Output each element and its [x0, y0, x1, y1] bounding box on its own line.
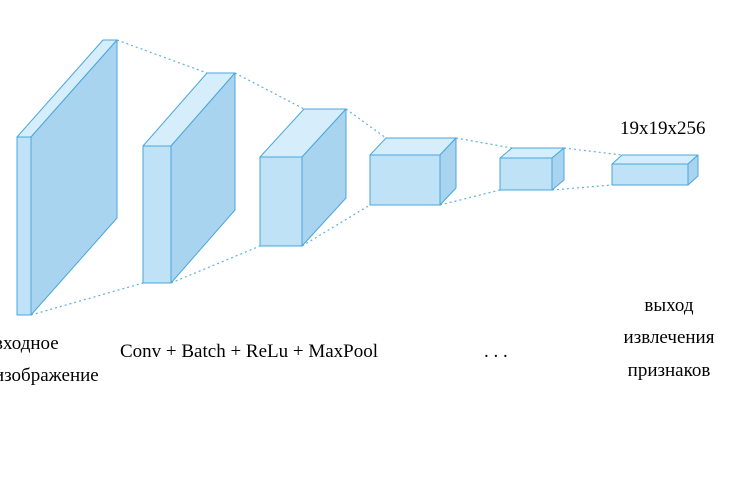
input-label-line2: изображение: [0, 365, 99, 386]
block-input-front-face: [16, 136, 32, 316]
block-layer-1-front-face: [142, 145, 172, 284]
connector-line-3-top: [455, 137, 513, 149]
output-size-label: 19x19x256: [620, 118, 706, 139]
connector-line-3-bottom: [439, 189, 501, 206]
block-layer-2-front-face: [259, 156, 303, 247]
output-label-line2: извлечения: [624, 327, 715, 348]
connector-line-0-top: [116, 39, 208, 74]
block-layer-2: [259, 108, 347, 247]
block-layer-4-front-face: [499, 157, 553, 191]
block-output-top-face: [611, 154, 699, 165]
input-label-line1: входное: [0, 333, 59, 354]
connector-line-4-bottom: [551, 184, 613, 191]
block-layer-4: [499, 147, 565, 191]
block-input: [16, 39, 118, 316]
block-layer-1: [142, 72, 236, 284]
connector-lines: [30, 39, 623, 316]
connector-line-1-bottom: [170, 245, 261, 284]
connector-line-1-top: [234, 72, 305, 110]
connector-line-4-top: [563, 147, 623, 156]
layers-label: Conv + Batch + ReLu + MaxPool: [120, 341, 378, 362]
feature-map-blocks: [16, 39, 699, 316]
connector-line-2-bottom: [301, 204, 371, 247]
block-layer-3-front-face: [369, 154, 441, 206]
output-label-line1: выход: [644, 295, 693, 316]
block-output: [611, 154, 699, 186]
connector-line-2-top: [345, 108, 387, 139]
block-layer-3: [369, 137, 457, 206]
ellipsis-label: . . .: [484, 341, 508, 362]
block-output-front-face: [611, 163, 689, 186]
output-label-line3: признаков: [628, 360, 711, 381]
